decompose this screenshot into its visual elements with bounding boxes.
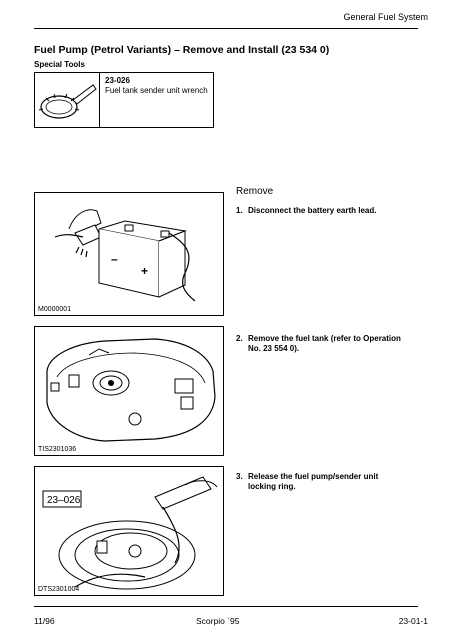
figure-fuel-tank: TIS2301036 <box>34 326 224 456</box>
step-number: 3. <box>236 472 243 481</box>
tool-label: 23–026 <box>47 495 81 506</box>
running-header: General Fuel System <box>343 12 428 22</box>
figure-caption: M0000001 <box>38 306 72 313</box>
sender-wrench-icon <box>38 84 97 119</box>
footer-model: Scorpio `95 <box>196 616 240 626</box>
step-number: 1. <box>236 206 243 215</box>
footer-rule <box>34 606 418 607</box>
header-rule <box>34 28 418 29</box>
step-text: Disconnect the battery earth lead. <box>248 206 377 215</box>
step-1: 1. Disconnect the battery earth lead. <box>236 206 416 216</box>
page-title: Fuel Pump (Petrol Variants) – Remove and… <box>34 44 330 56</box>
section-heading-remove: Remove <box>236 186 274 197</box>
tool-number: 23-026 <box>105 76 130 85</box>
tool-description: Fuel tank sender unit wrench <box>105 86 208 95</box>
svg-text:–: – <box>111 252 118 266</box>
special-tools-table: 23-026 Fuel tank sender unit wrench <box>34 72 214 128</box>
figure-caption: TIS2301036 <box>38 446 77 453</box>
tool-entry: 23-026 Fuel tank sender unit wrench <box>105 76 211 96</box>
tools-divider <box>99 73 100 127</box>
battery-illustration: – + <box>54 209 196 302</box>
figure-locking-ring: 23–026 DTS2301004 <box>34 466 224 596</box>
footer-date: 11/96 <box>34 616 55 626</box>
svg-text:+: + <box>141 264 148 278</box>
fuel-tank-illustration <box>46 338 216 442</box>
figure-battery: – + M0000001 <box>34 192 224 316</box>
special-tools-heading: Special Tools <box>34 60 85 69</box>
step-2: 2. Remove the fuel tank (refer to Operati… <box>236 334 416 354</box>
step-3: 3. Release the fuel pump/sender unit lock… <box>236 472 416 492</box>
step-text: Remove the fuel tank (refer to Operation… <box>248 334 401 353</box>
step-text: Release the fuel pump/sender unit lockin… <box>248 472 379 491</box>
locking-ring-illustration: 23–026 <box>42 476 218 590</box>
step-number: 2. <box>236 334 243 343</box>
footer-page-number: 23-01-1 <box>398 616 428 626</box>
figure-caption: DTS2301004 <box>38 586 80 593</box>
